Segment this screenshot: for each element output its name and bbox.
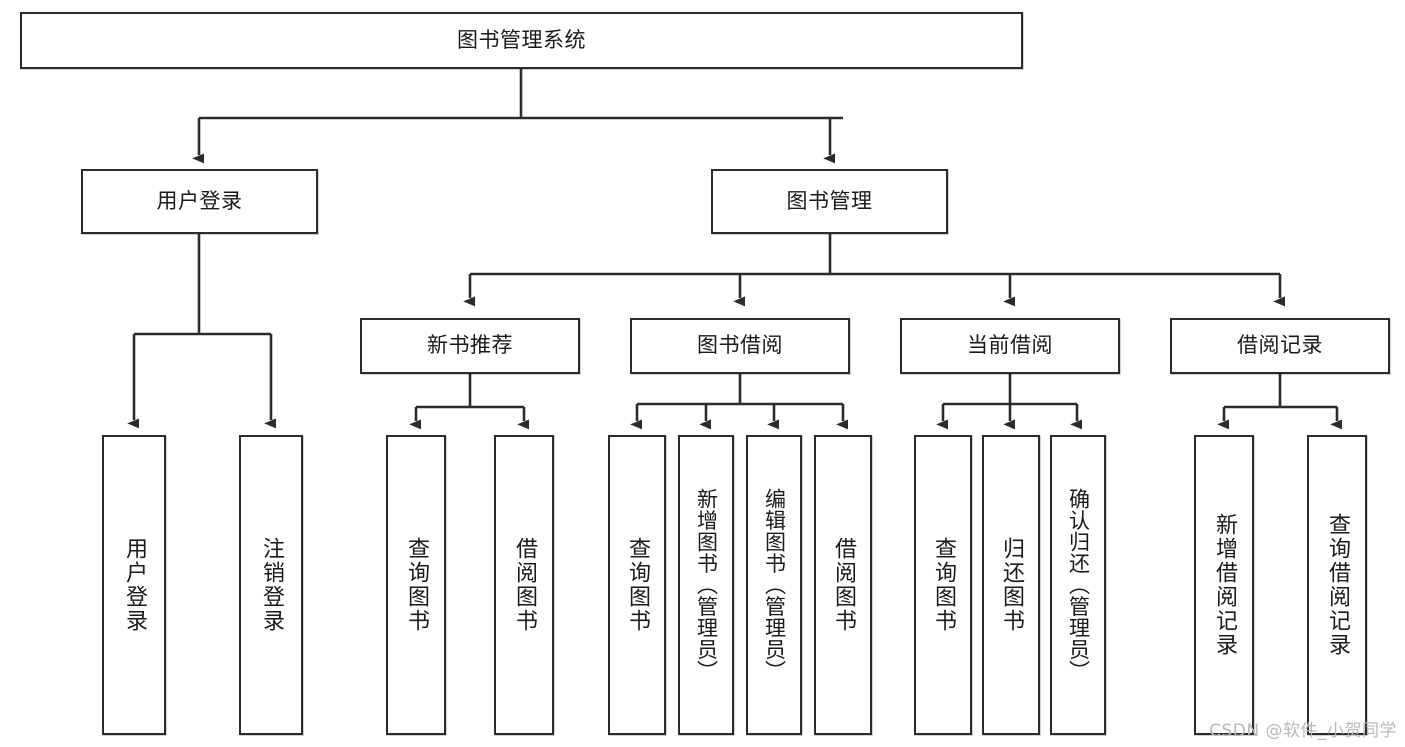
node-leaf-borrow-book-1[interactable]: 借阅图书 <box>494 435 554 735</box>
node-book-manage[interactable]: 图书管理 <box>711 169 948 234</box>
node-leaf-query-record-label: 查询借阅记录 <box>1324 513 1350 657</box>
node-leaf-query-book-3-label: 查询图书 <box>930 537 956 633</box>
node-leaf-return-book[interactable]: 归还图书 <box>982 435 1040 735</box>
node-leaf-add-record-label: 新增借阅记录 <box>1211 513 1237 657</box>
node-root-label: 图书管理系统 <box>457 27 586 52</box>
node-leaf-user-login[interactable]: 用户登录 <box>102 435 166 735</box>
node-leaf-query-book-2-label: 查询图书 <box>624 537 650 633</box>
node-leaf-query-book-3[interactable]: 查询图书 <box>914 435 972 735</box>
node-leaf-logout-label: 注销登录 <box>258 537 284 633</box>
node-leaf-add-book[interactable]: 新增图书（管理员） <box>678 435 734 735</box>
node-book-manage-label: 图书管理 <box>786 188 873 213</box>
node-leaf-borrow-book-1-label: 借阅图书 <box>511 537 537 633</box>
node-leaf-return-book-label: 归还图书 <box>998 537 1024 633</box>
node-user-login[interactable]: 用户登录 <box>81 169 318 234</box>
node-new-book-recommend-label: 新书推荐 <box>427 333 513 358</box>
node-leaf-add-book-label: 新增图书（管理员） <box>694 488 719 682</box>
node-leaf-edit-book-label: 编辑图书（管理员） <box>762 488 787 682</box>
node-current-borrow[interactable]: 当前借阅 <box>900 318 1120 374</box>
node-leaf-query-book-1[interactable]: 查询图书 <box>386 435 446 735</box>
node-leaf-add-record[interactable]: 新增借阅记录 <box>1194 435 1254 735</box>
node-leaf-user-login-label: 用户登录 <box>121 537 147 633</box>
node-borrow-record[interactable]: 借阅记录 <box>1170 318 1390 374</box>
node-leaf-query-record[interactable]: 查询借阅记录 <box>1307 435 1367 735</box>
node-borrow-record-label: 借阅记录 <box>1237 333 1323 358</box>
node-leaf-query-book-1-label: 查询图书 <box>403 537 429 633</box>
node-leaf-edit-book[interactable]: 编辑图书（管理员） <box>746 435 802 735</box>
node-root[interactable]: 图书管理系统 <box>20 12 1023 69</box>
node-current-borrow-label: 当前借阅 <box>967 333 1053 358</box>
node-leaf-confirm-return-label: 确认归还（管理员） <box>1066 488 1091 682</box>
node-leaf-confirm-return[interactable]: 确认归还（管理员） <box>1050 435 1106 735</box>
node-leaf-borrow-book-2-label: 借阅图书 <box>830 537 856 633</box>
node-leaf-query-book-2[interactable]: 查询图书 <box>608 435 666 735</box>
node-book-borrow-label: 图书借阅 <box>697 333 783 358</box>
node-new-book-recommend[interactable]: 新书推荐 <box>360 318 580 374</box>
node-leaf-borrow-book-2[interactable]: 借阅图书 <box>814 435 872 735</box>
node-leaf-logout[interactable]: 注销登录 <box>239 435 303 735</box>
node-user-login-label: 用户登录 <box>156 188 243 213</box>
node-book-borrow[interactable]: 图书借阅 <box>630 318 850 374</box>
watermark: CSDN @软件_小贺同学 <box>1209 721 1397 741</box>
